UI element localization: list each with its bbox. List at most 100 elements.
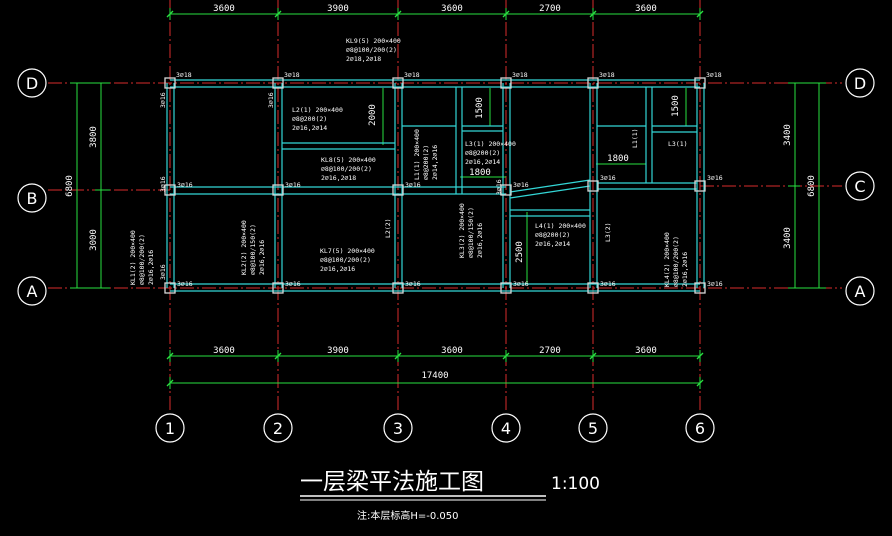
column-d-5: [587, 77, 599, 89]
bottom-spacing-1: 3600: [213, 346, 235, 356]
kl4-line-3: 2⌀16,2⌀16: [681, 252, 689, 287]
column-d-3: [392, 77, 404, 89]
column-a-1: [164, 282, 176, 294]
column-b-4: [500, 184, 512, 196]
top-spacing-labels: 3600 3900 3600 2700 3600: [213, 4, 657, 14]
column-tag-a-6: 3⌀16: [707, 280, 723, 288]
l4-line-3: 2⌀16,2⌀14: [535, 240, 570, 248]
kl3-line-2: ⌀8@100/150(2): [467, 207, 475, 258]
column-d-1: [164, 77, 176, 89]
axis-bubble-2: [263, 413, 293, 443]
kl9-line-3: 2⌀18,2⌀18: [346, 55, 381, 63]
kl1-line-1: KL1(2) 200×400: [129, 230, 137, 285]
axis-bubble-left-a: [17, 276, 47, 306]
beam-annotations: KL9(5) 200×400 ⌀8@100/200(2) 2⌀18,2⌀18 L…: [129, 37, 689, 287]
column-a-4: [500, 282, 512, 294]
column-side-tag-5: 3⌀16: [495, 179, 503, 195]
dim-2000: 2000: [368, 104, 378, 126]
column-c-6: [694, 180, 706, 192]
l2-line-3: 2⌀16,2⌀14: [292, 124, 327, 132]
l4-line-2: ⌀8@200(2): [535, 231, 570, 239]
column-tag-b-1: 3⌀16: [177, 181, 193, 189]
column-tag-b-4: 3⌀16: [513, 181, 529, 189]
l1-line-2: ⌀8@200(2): [422, 145, 430, 180]
column-tag-a-2: 3⌀16: [285, 280, 301, 288]
axis-label-left-a: A: [27, 282, 38, 301]
kl9-line-1: KL9(5) 200×400: [346, 37, 401, 45]
vertical-dimension-labels: 6800 3800 3000 6800 3400 3400: [65, 124, 817, 251]
kl4-line-2: ⌀8@100/200(2): [672, 236, 680, 287]
axis-bubble-3: [383, 413, 413, 443]
kl1-line-2: ⌀8@100/200(2): [138, 234, 146, 285]
column-tag-a-4: 3⌀16: [513, 280, 529, 288]
bottom-spacing-2: 3900: [327, 346, 349, 356]
top-spacing-5: 3600: [635, 4, 657, 14]
axis-label-4: 4: [501, 419, 511, 438]
axis-bubble-right-d: [845, 68, 875, 98]
column-tag-d-1: 3⌀18: [176, 71, 192, 79]
kl9-line-2: ⌀8@100/200(2): [346, 46, 397, 54]
l3-axis5-label: L3(2): [604, 222, 612, 242]
drawing-title: 一层梁平法施工图: [300, 469, 484, 495]
interior-dimension-labels: 2000 1500 1800 1800 1500 2500: [368, 95, 681, 263]
bottom-spacing-4: 2700: [539, 346, 561, 356]
columns: [164, 77, 706, 294]
kl8-line-1: KL8(5) 200×400: [321, 156, 376, 164]
axis-bubble-right-c: [845, 171, 875, 201]
top-spacing-1: 3600: [213, 4, 235, 14]
dim-1500-b: 1500: [671, 95, 681, 117]
l1-axis5-label: L1(1): [631, 128, 639, 148]
top-spacing-3: 3600: [441, 4, 463, 14]
axis-label-left-b: B: [27, 189, 38, 208]
title-block: 一层梁平法施工图 1:100 注:本层标高H=-0.050: [300, 469, 600, 522]
column-side-tag-1: 3⌀16: [159, 92, 167, 108]
axis-bubble-5: [578, 413, 608, 443]
column-tag-d-6: 3⌀18: [706, 71, 722, 79]
axis-bubble-1: [155, 413, 185, 443]
dim-1500-a: 1500: [475, 97, 485, 119]
column-tag-a-1: 3⌀16: [177, 280, 193, 288]
right-upper-dim: 3400: [783, 124, 793, 146]
column-tags: 3⌀18 3⌀16 3⌀18 3⌀16 3⌀18 3⌀16 3⌀18 3⌀16 3⌀18 3⌀16…: [159, 71, 723, 288]
kl7-line-1: KL7(5) 200×400: [320, 247, 375, 255]
l2-axis2-label: L2(2): [384, 218, 392, 238]
column-a-6: [694, 282, 706, 294]
axis-label-1: 1: [165, 419, 175, 438]
column-tag-d-5: 3⌀18: [599, 71, 615, 79]
column-tag-d-4: 3⌀18: [512, 71, 528, 79]
column-tag-a-3: 3⌀16: [405, 280, 421, 288]
axis-label-2: 2: [273, 419, 283, 438]
kl8-line-2: ⌀8@100/200(2): [321, 165, 372, 173]
dimension-lines: [70, 8, 826, 389]
column-d-4: [500, 77, 512, 89]
axis-label-right-d: D: [854, 74, 866, 93]
column-tag-b-3: 3⌀16: [405, 181, 421, 189]
kl8-line-3: 2⌀16,2⌀18: [321, 174, 356, 182]
l3-line-3: 2⌀16,2⌀14: [465, 158, 500, 166]
column-side-tag-4: 3⌀16: [267, 92, 275, 108]
column-tag-d-3: 3⌀18: [404, 71, 420, 79]
kl3-line-1: KL3(2) 200×400: [458, 203, 466, 258]
column-tag-a-5: 3⌀16: [600, 280, 616, 288]
right-lower-dim: 3400: [783, 227, 793, 249]
axis-label-right-a: A: [855, 282, 866, 301]
l2-line-1: L2(1) 200×400: [292, 106, 343, 114]
kl3-line-3: 2⌀16,2⌀16: [476, 223, 484, 258]
column-tag-c-5: 3⌀16: [600, 174, 616, 182]
kl7-line-2: ⌀8@100/200(2): [320, 256, 371, 264]
total-spacing: 17400: [421, 371, 448, 381]
left-lower-dim: 3000: [89, 229, 99, 251]
right-overall-dim: 6800: [807, 175, 817, 197]
axis-bubble-4: [491, 413, 521, 443]
l3-right-label: L3(1): [668, 140, 688, 148]
column-side-tag-3: 3⌀16: [159, 264, 167, 280]
column-d-6: [694, 77, 706, 89]
axis-label-6: 6: [695, 419, 705, 438]
column-d-2: [272, 77, 284, 89]
kl2-line-3: 2⌀16,2⌀16: [258, 240, 266, 275]
column-a-2: [272, 282, 284, 294]
left-upper-dim: 3800: [89, 126, 99, 148]
axis-bubble-6: [685, 413, 715, 443]
axis-bubble-left-d: [17, 68, 47, 98]
